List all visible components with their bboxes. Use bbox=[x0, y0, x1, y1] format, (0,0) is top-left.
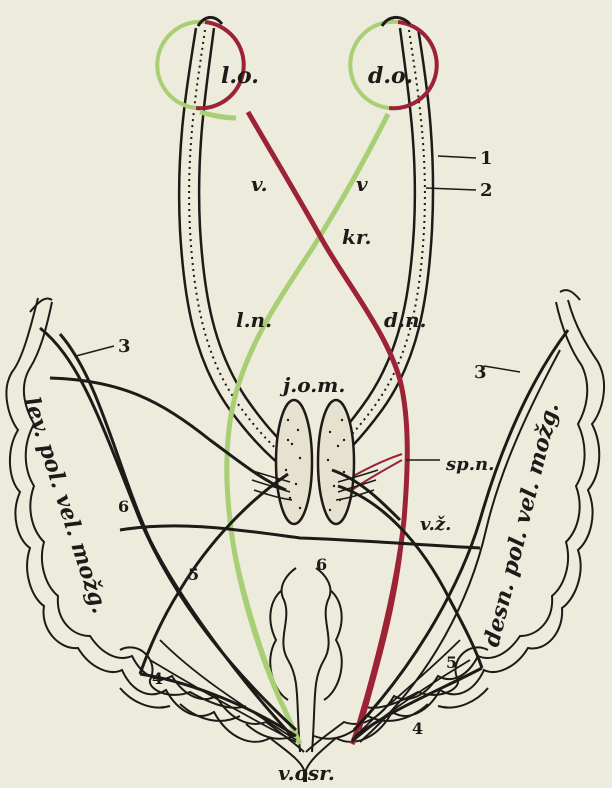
right-nerve-label: d.n. bbox=[384, 308, 426, 332]
vz-label: v.ž. bbox=[420, 514, 451, 535]
spn-label: sp.n. bbox=[445, 454, 494, 475]
nuclei-label: j.o.m. bbox=[279, 373, 345, 397]
number-5-right: 5 bbox=[446, 653, 457, 672]
number-1: 1 bbox=[480, 148, 493, 169]
number-4-right: 4 bbox=[412, 719, 423, 738]
left-hemisphere-label: lev. pol. vel. možg. bbox=[18, 394, 113, 617]
left-nerve-sheath bbox=[179, 28, 298, 474]
oculomotor-nuclei bbox=[276, 400, 354, 524]
number-2: 2 bbox=[480, 180, 493, 201]
chiasm-label: kr. bbox=[342, 225, 372, 249]
number-4-left: 4 bbox=[152, 669, 163, 688]
number-6-left: 6 bbox=[118, 497, 129, 516]
number-3-right: 3 bbox=[474, 362, 487, 383]
left-eye-label: l.o. bbox=[221, 63, 259, 89]
right-v-label: v bbox=[356, 172, 368, 196]
number-5-left: 5 bbox=[188, 565, 199, 584]
number-6-center: 6 bbox=[316, 555, 327, 574]
left-nerve-label: l.n. bbox=[236, 308, 272, 332]
right-eye-label: d.o. bbox=[368, 63, 413, 89]
number-3-left: 3 bbox=[118, 336, 131, 357]
left-v-label: v. bbox=[251, 172, 268, 196]
bottom-label: v.osr. bbox=[278, 761, 335, 785]
